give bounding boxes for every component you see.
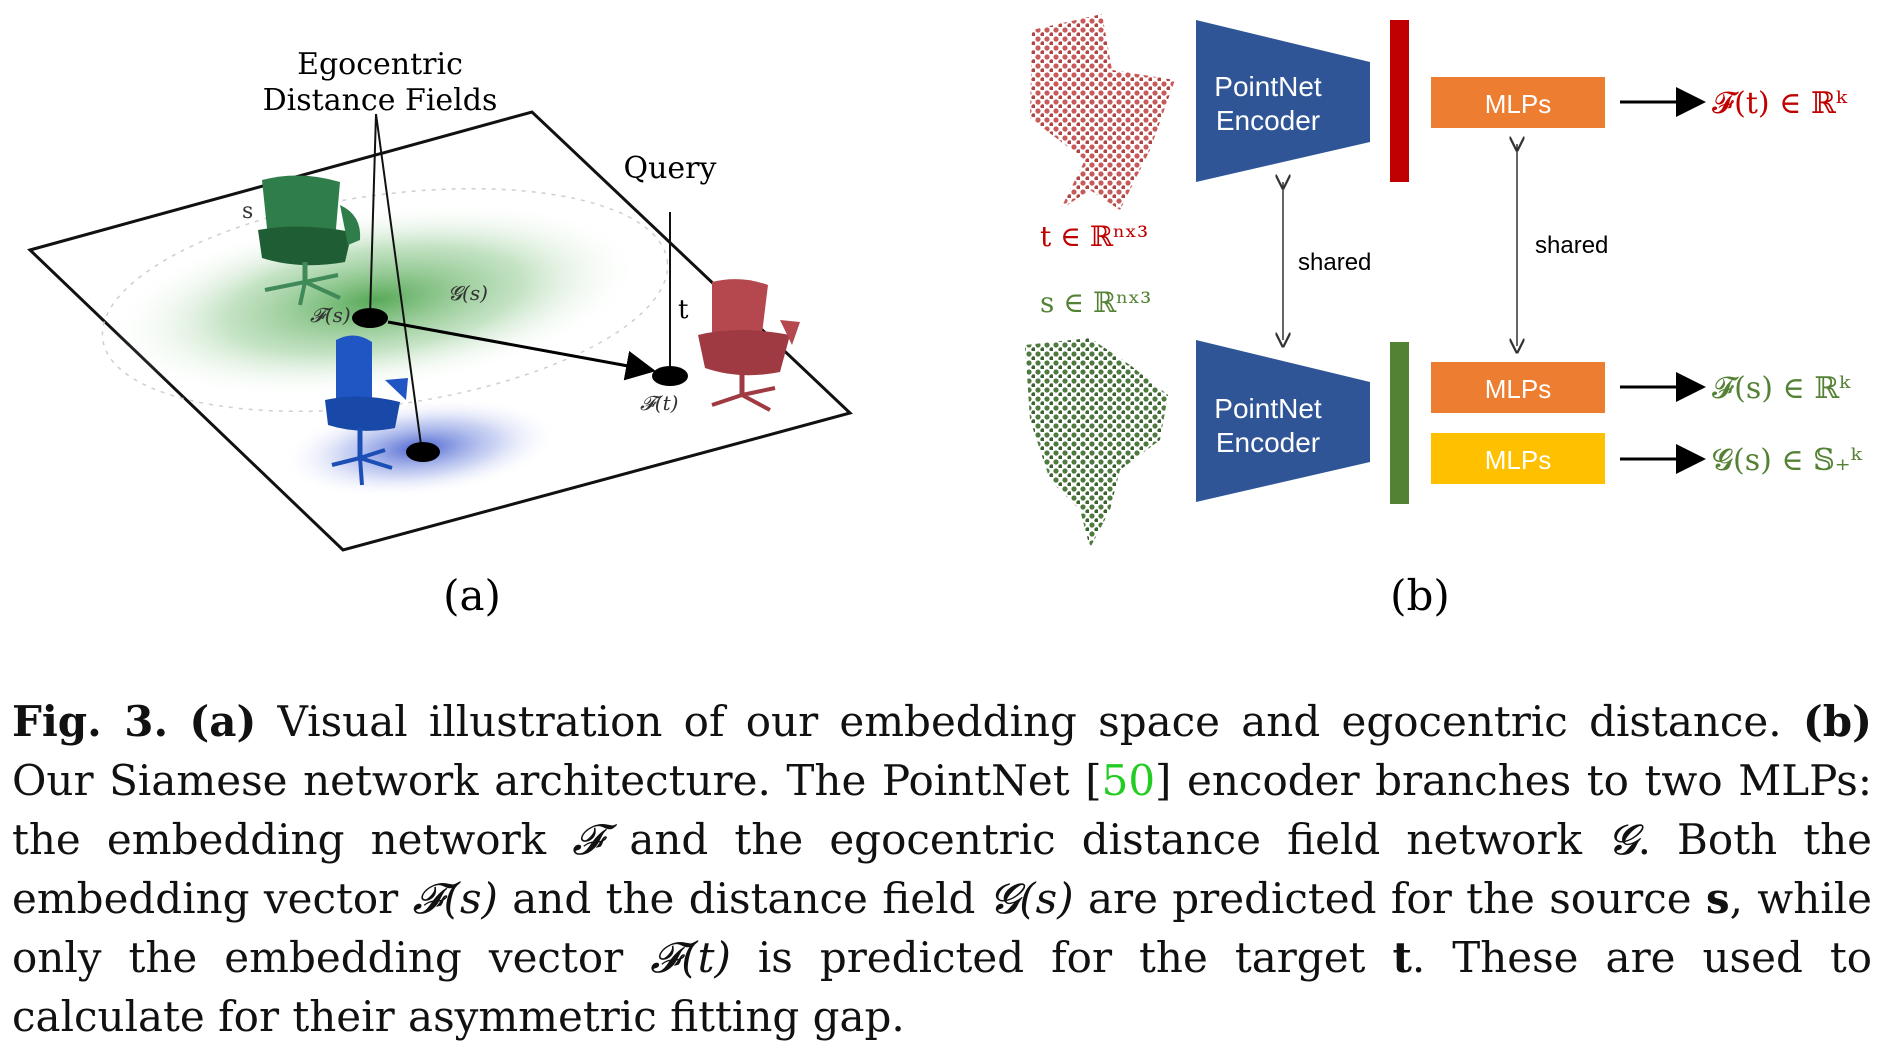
encoder-top-line2: Encoder bbox=[1216, 105, 1320, 136]
t-input-label: t ∈ ℝⁿˣ³ bbox=[1040, 220, 1148, 253]
caption-cite-open: [ bbox=[1085, 756, 1102, 805]
output-fs: 𝓕(s) ∈ ℝᵏ bbox=[1712, 371, 1851, 406]
caption-s-bold: s bbox=[1705, 874, 1730, 923]
caption-b-text2: encoder branches to two MLPs: the embedd… bbox=[12, 756, 1872, 864]
t-label: t bbox=[678, 295, 689, 325]
caption-G: 𝓖 bbox=[1608, 815, 1638, 864]
caption-cite-close: ] bbox=[1155, 756, 1172, 805]
figure-caption: Fig. 3. (a) Visual illustration of our e… bbox=[12, 692, 1872, 1046]
edf-pointer-line-green bbox=[369, 113, 377, 317]
egocentric-field-green bbox=[107, 201, 643, 399]
panel-b: t ∈ ℝⁿˣ³ s ∈ ℝⁿˣ³ PointNet Encoder Point… bbox=[1025, 14, 1863, 620]
encoder-top-line1: PointNet bbox=[1214, 71, 1322, 102]
caption-b-tag: (b) bbox=[1802, 697, 1872, 746]
mlp-bottom-label: MLPs bbox=[1485, 445, 1551, 475]
caption-b-text8: is predicted for the target bbox=[730, 933, 1393, 982]
encoder-top bbox=[1196, 20, 1370, 182]
output-gs: 𝓖(s) ∈ 𝕊₊ᵏ bbox=[1712, 443, 1863, 478]
output-ft: 𝓕(t) ∈ ℝᵏ bbox=[1712, 86, 1848, 121]
query-label: Query bbox=[624, 151, 717, 186]
caption-Fs: 𝓕(s) bbox=[412, 874, 498, 923]
shared-right-label: shared bbox=[1535, 232, 1608, 259]
panel-a: Egocentric Distance Fields Query s t 𝓕(s… bbox=[27, 47, 853, 620]
caption-b-text5: and the distance field bbox=[497, 874, 990, 923]
gs-label: 𝓖(s) bbox=[448, 281, 488, 305]
figure-3: Egocentric Distance Fields Query s t 𝓕(s… bbox=[27, 14, 1863, 620]
shared-left-label: shared bbox=[1298, 249, 1371, 276]
encoder-bottom-line2: Encoder bbox=[1216, 427, 1320, 458]
edf-title-line1: Egocentric bbox=[297, 47, 463, 82]
caption-b-text4: . Both the embedding vector bbox=[12, 815, 1873, 923]
s-input-label: s ∈ ℝⁿˣ³ bbox=[1040, 286, 1151, 319]
blue-chair-icon bbox=[325, 335, 408, 486]
green-point-cloud bbox=[1025, 338, 1168, 548]
caption-Gs: 𝓖(s) bbox=[989, 874, 1074, 923]
caption-b-text1: Our Siamese network architecture. The Po… bbox=[12, 756, 1086, 805]
s-label: s bbox=[242, 199, 253, 224]
mlp-top bbox=[1431, 77, 1605, 128]
green-chair-icon bbox=[258, 175, 361, 306]
caption-a-text: Visual illustration of our embedding spa… bbox=[256, 697, 1803, 746]
distance-arrow bbox=[387, 320, 656, 381]
caption-b-text3: and the egocentric distance field networ… bbox=[603, 815, 1609, 864]
edf-title-line2: Distance Fields bbox=[263, 83, 498, 118]
point-fs bbox=[352, 308, 388, 328]
mlp-mid-label: MLPs bbox=[1485, 374, 1551, 404]
green-feature-bar bbox=[1390, 342, 1409, 504]
caption-Ft: 𝓕(t) bbox=[650, 933, 731, 982]
encoder-bottom-line1: PointNet bbox=[1214, 393, 1322, 424]
panel-b-label: (b) bbox=[1390, 571, 1450, 620]
caption-b-text9: . These are used to calculate for their … bbox=[12, 933, 1873, 1041]
caption-fig-label: Fig. 3. bbox=[12, 697, 169, 746]
fs-label: 𝓕(s) bbox=[310, 303, 351, 327]
mlp-top-label: MLPs bbox=[1485, 89, 1551, 119]
point-ft bbox=[652, 366, 688, 386]
mlp-bottom bbox=[1431, 433, 1605, 484]
point-blue bbox=[406, 442, 440, 462]
ft-label: 𝓕(t) bbox=[640, 391, 678, 415]
caption-a-tag: (a) bbox=[189, 697, 257, 746]
panel-a-label: (a) bbox=[443, 571, 501, 620]
edf-pointer-line-blue bbox=[375, 113, 423, 453]
caption-b-text6: are predicted for the source bbox=[1073, 874, 1706, 923]
red-chair-icon bbox=[698, 279, 800, 412]
red-feature-bar bbox=[1390, 20, 1409, 182]
caption-t-bold: t bbox=[1392, 933, 1412, 982]
red-point-cloud bbox=[1030, 14, 1175, 210]
caption-b-text7: , while only the embedding vector bbox=[12, 874, 1873, 982]
mlp-mid bbox=[1431, 362, 1605, 413]
encoder-bottom bbox=[1196, 340, 1370, 502]
caption-F: 𝓕 bbox=[572, 815, 604, 864]
citation-link[interactable]: 50 bbox=[1101, 756, 1156, 805]
